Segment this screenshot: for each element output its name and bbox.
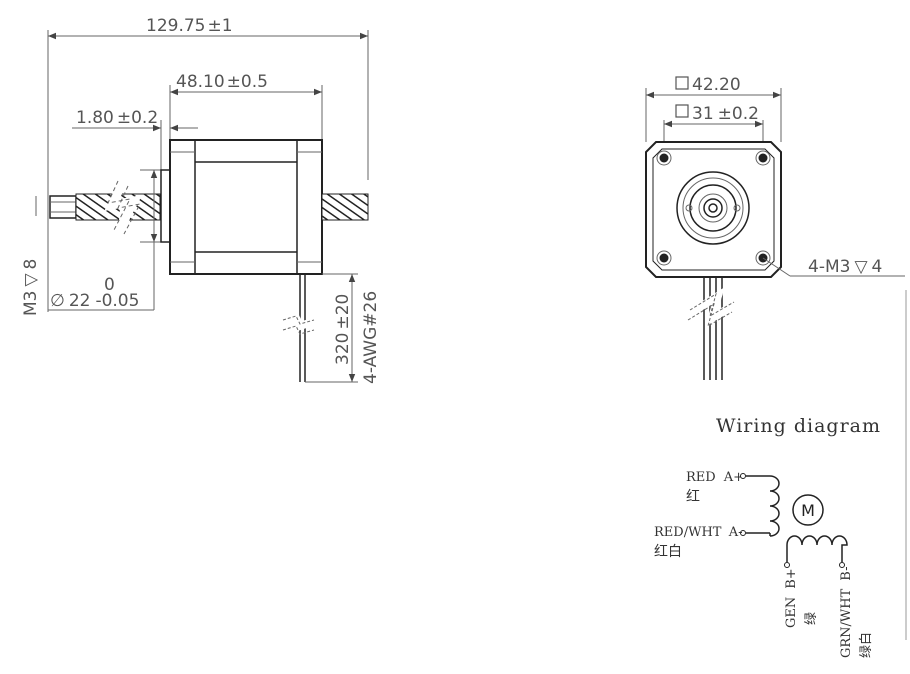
motor-symbol (792, 494, 824, 526)
mount-hole-bottom-left (659, 253, 669, 263)
overall-length-text: 129.75±1 (146, 16, 233, 36)
hole-pitch-text: 31±0.2 (692, 104, 759, 124)
wire-b-minus-cn: 绿白 (858, 632, 874, 658)
mount-hole-top-left (659, 153, 669, 163)
wire-b-plus-cn: 绿 (804, 612, 819, 625)
mount-holes-text: 4-M3▽4 (808, 257, 882, 277)
coil-b (786, 535, 848, 562)
motor-front-face (645, 141, 782, 278)
leadscrew-end-nut (49, 195, 77, 219)
wiring-title: Wiring diagram (716, 415, 881, 437)
front-view: 42.20 31±0.2 4-M3▽4 (645, 75, 905, 380)
boss-outer-ring (676, 171, 750, 245)
shaft-thread-text: M3▽8 (21, 259, 41, 316)
side-view: 129.75±1 48.10±0.5 1.80±0.2 0 ∅22-0.05 M… (21, 16, 381, 384)
motor-symbol-letter: M (801, 501, 815, 520)
front-boss (160, 169, 171, 243)
shaft-circle (703, 198, 723, 218)
coil-a (769, 475, 780, 537)
wire-b-minus-label: GRN/WHTB- (839, 567, 854, 659)
lead-spec-text: 4-AWG#26 (361, 291, 381, 384)
boss-diameter-text: ∅22-0.05 (50, 291, 139, 311)
square-size-text: 42.20 (692, 75, 741, 95)
boss-upper-tol: 0 (104, 275, 115, 295)
lead-length-text: 320±20 (333, 294, 353, 365)
motor-body (169, 139, 323, 275)
wire-b-plus-label: GENB+ (784, 568, 799, 628)
wire-a-plus-cn: 红 (686, 489, 700, 505)
front-lead-wires (687, 277, 739, 380)
wire-a-minus-cn: 红白 (654, 544, 682, 560)
body-length-text: 48.10±0.5 (176, 72, 268, 92)
leadscrew-right (321, 193, 369, 221)
mount-hole-top-right (758, 153, 768, 163)
flange-thickness-text: 1.80±0.2 (76, 108, 158, 128)
